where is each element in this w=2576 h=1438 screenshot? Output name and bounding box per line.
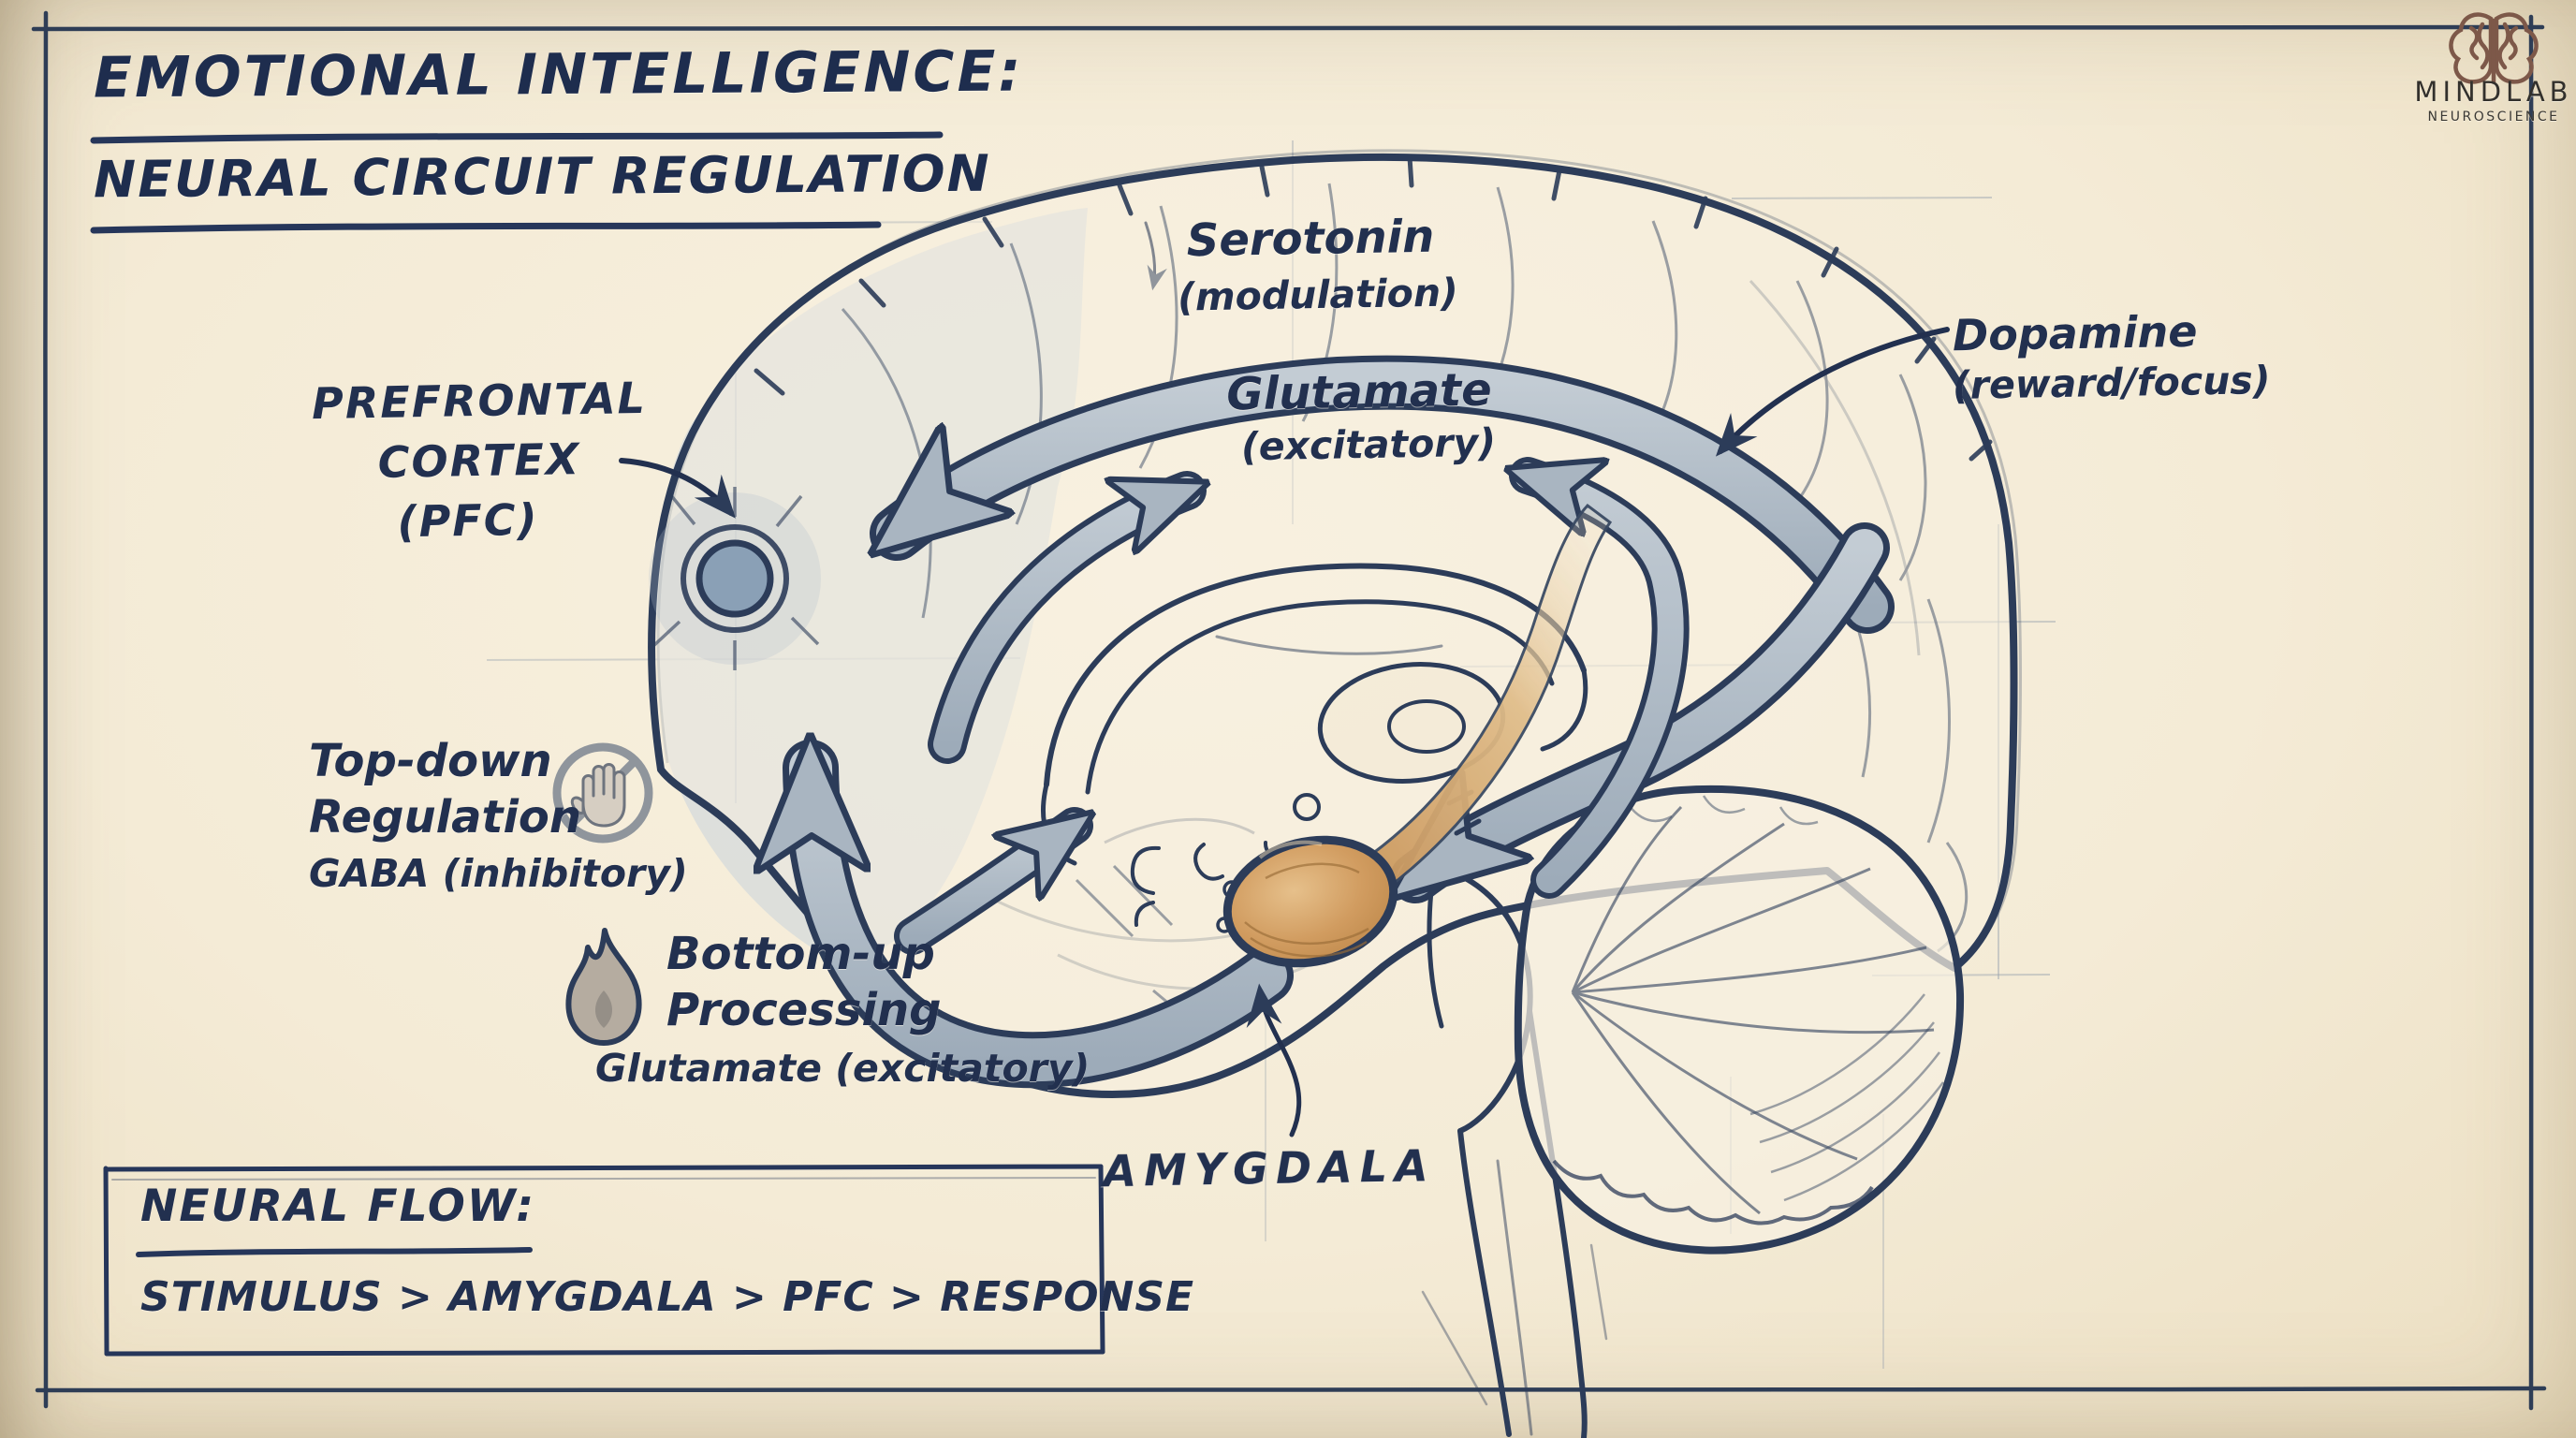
flame-icon <box>565 928 642 1046</box>
label-dopamine: Dopamine <box>1952 305 2198 361</box>
label-glutamate-qualifier: (excitatory) <box>1240 419 1497 470</box>
label-pfc-line3: (PFC) <box>397 493 539 548</box>
dopamine-pointer <box>1715 327 1950 457</box>
label-gaba: GABA (inhibitory) <box>309 851 688 896</box>
bottom-up-arrow <box>811 768 1287 1082</box>
label-top-down-line2: Regulation <box>309 791 582 844</box>
amygdala-pointer <box>1246 983 1302 1137</box>
brand-brain-icon <box>2449 12 2539 85</box>
cerebellum <box>1514 785 1965 1255</box>
page-frame <box>31 10 2547 1411</box>
flow-heading-underline <box>136 1247 533 1257</box>
return-arc-arrow <box>1528 476 1684 893</box>
label-serotonin-qualifier: (modulation) <box>1177 270 1459 320</box>
label-glutamate: Glutamate <box>1225 363 1493 421</box>
brand-name: MINDLAB <box>2414 76 2573 108</box>
label-bottom-up-detail: Glutamate (excitatory) <box>595 1046 1090 1091</box>
amygdala-structure <box>1222 503 1613 968</box>
flow-box-sequence: STIMULUS > AMYGDALA > PFC > RESPONSE <box>140 1273 1195 1321</box>
page-title-line1: EMOTIONAL INTELLIGENCE: <box>93 38 1024 111</box>
label-bottom-up-line1: Bottom-up <box>666 928 935 980</box>
brand-tagline: NEUROSCIENCE <box>2427 110 2560 125</box>
limbic-branch-arrow <box>900 826 1075 949</box>
page-title-line2: NEURAL CIRCUIT REGULATION <box>93 143 991 210</box>
label-pfc-line2: CORTEX <box>377 433 581 488</box>
label-top-down-line1: Top-down <box>309 735 552 787</box>
sketch-arrow <box>1144 221 1167 291</box>
brain-sketch <box>648 149 2022 1438</box>
glutamate-arrow <box>933 491 1187 758</box>
stop-hand-icon <box>552 742 653 844</box>
label-pfc-line1: PREFRONTAL <box>311 372 648 430</box>
label-amygdala: AMYGDALA <box>1102 1139 1437 1197</box>
label-bottom-up-line2: Processing <box>666 984 942 1036</box>
label-dopamine-qualifier: (reward/focus) <box>1952 358 2271 408</box>
pfc-pointer <box>619 458 736 519</box>
pfc-node <box>649 487 821 670</box>
title-underlines <box>90 131 944 234</box>
flow-box-heading: NEURAL FLOW: <box>140 1181 536 1232</box>
flow-box-border <box>103 1164 1105 1357</box>
circuit-arrows <box>811 355 1895 1089</box>
label-serotonin: Serotonin <box>1186 210 1435 268</box>
serotonin-arrow <box>897 361 1888 627</box>
label-pointers <box>619 221 1950 1137</box>
